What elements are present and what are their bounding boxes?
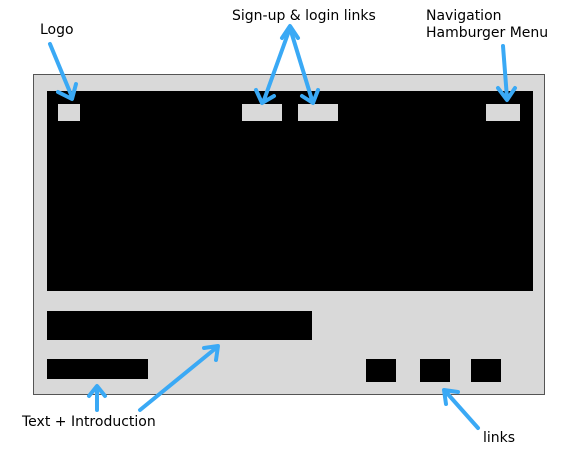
text-intro-annotation: Text + Introduction xyxy=(22,414,156,430)
signup-link-placeholder xyxy=(242,104,282,121)
hamburger-menu-placeholder xyxy=(486,104,520,121)
logo-placeholder xyxy=(58,104,80,121)
links-annotation: links xyxy=(483,430,516,446)
navigation-annotation-line1: Navigation xyxy=(426,8,502,24)
login-link-placeholder xyxy=(298,104,338,121)
signup-login-annotation: Sign-up & login links xyxy=(232,8,376,24)
logo-annotation: Logo xyxy=(40,22,74,38)
footer-link-placeholder-2 xyxy=(420,359,450,382)
navigation-annotation: Navigation Hamburger Menu xyxy=(426,8,548,42)
footer-link-placeholder-3 xyxy=(471,359,501,382)
navigation-annotation-line2: Hamburger Menu xyxy=(426,25,549,41)
introduction-placeholder xyxy=(47,359,148,379)
footer-link-placeholder-1 xyxy=(366,359,396,382)
text-heading-placeholder xyxy=(47,311,312,340)
hero-block xyxy=(47,91,533,291)
signup-login-split-head xyxy=(280,24,300,40)
links-arrow xyxy=(442,388,480,430)
